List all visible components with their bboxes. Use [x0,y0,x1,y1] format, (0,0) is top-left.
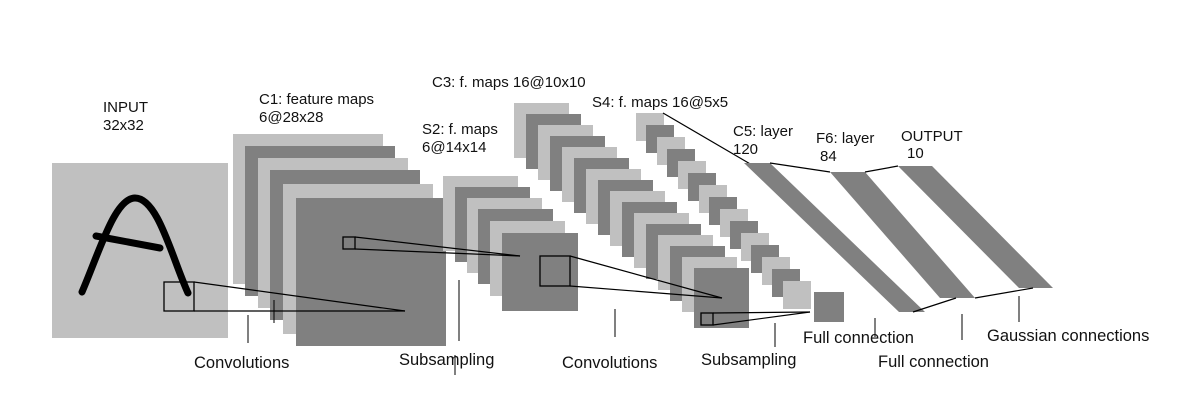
gauss-label: Gaussian connections [987,327,1150,345]
letter-a-crossbar [92,232,164,252]
projection-lines [193,112,811,326]
input-image [52,163,228,338]
c5-label: C5: layer [733,123,794,140]
input-receptive-field [163,281,195,312]
s2-size: 6@14x14 [422,139,487,156]
conv2-label: Convolutions [562,354,658,372]
s4-feature-maps [636,113,844,322]
sub2-label: Subsampling [701,351,797,369]
s2-feature-maps [443,176,578,311]
s2-receptive-field [539,255,571,287]
c1-feature-maps [233,134,446,346]
sub1-label: Subsampling [399,351,495,369]
label-ticks [247,280,1020,375]
input-size: 32x32 [103,117,144,134]
f6-size: 84 [820,148,837,165]
connection-lines [769,162,1034,313]
f6-label: F6: layer [816,130,875,147]
full2-label: Full connection [878,353,989,371]
output-size: 10 [907,145,924,162]
fully-connected-layers [744,163,1053,312]
s2-label: S2: f. maps [422,121,498,138]
f6-layer-band [830,172,975,298]
input-label: INPUT [103,99,148,116]
c1-receptive-field [342,236,356,250]
c3-feature-maps [514,103,749,328]
c1-label: C1: feature maps [259,91,375,108]
c5-layer-band [744,163,925,312]
c3-receptive-field [700,312,714,326]
s4-label: S4: f. maps 16@5x5 [592,94,729,111]
full1-label: Full connection [803,329,914,347]
output-label: OUTPUT [901,128,963,145]
c3-label: C3: f. maps 16@10x10 [432,74,586,91]
c5-size: 120 [733,141,759,158]
letter-a-stroke [78,194,192,297]
conv1-label: Convolutions [194,354,290,372]
output-layer-band [898,166,1053,288]
c1-size: 6@28x28 [259,109,324,126]
